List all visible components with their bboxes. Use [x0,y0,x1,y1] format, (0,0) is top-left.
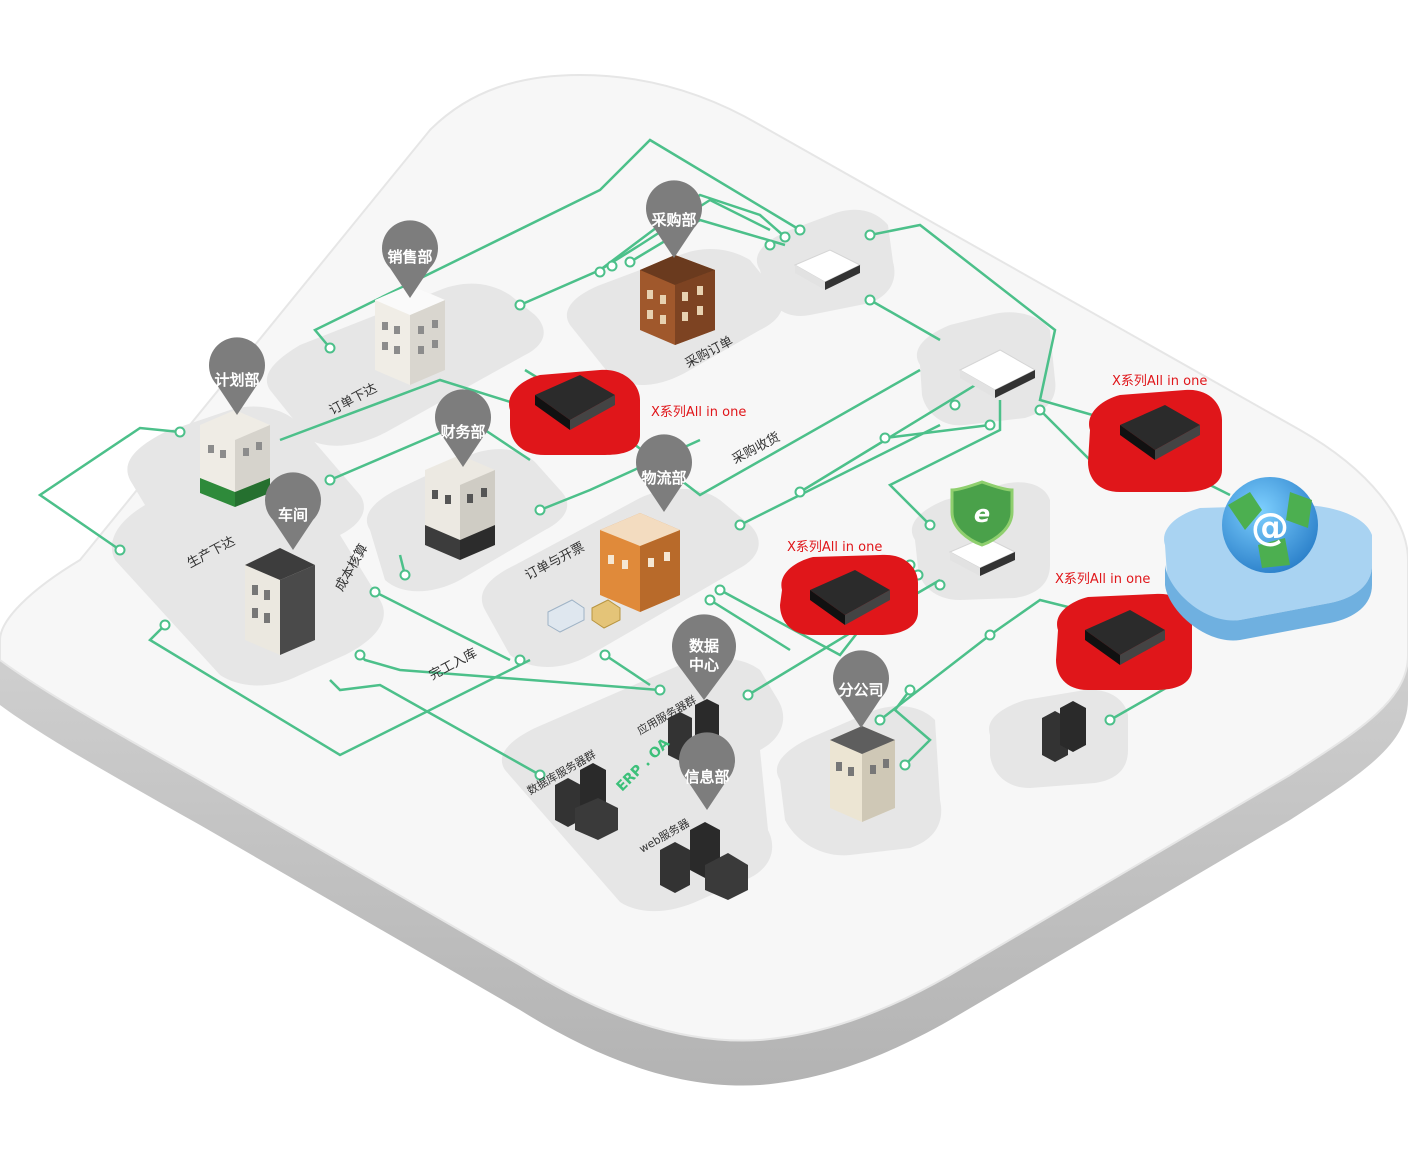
web-server-rack-icon [660,822,748,900]
label-device-x3: X系列All in one [787,540,882,555]
forklift-icon [591,599,621,629]
pin-datacenter[interactable]: 数据 中心 [672,614,736,700]
pin-info[interactable]: 信息部 [679,732,735,810]
security-device: e [948,480,1017,576]
pin-planning[interactable]: 计划部 [209,337,265,415]
server-racks [555,699,1086,900]
pin-planning-label: 计划部 [214,371,259,389]
pin-workshop-label: 车间 [278,506,308,524]
building-finance [425,455,495,560]
pin-purchase-label: 采购部 [650,211,696,229]
ie-shield-icon [950,480,1014,547]
building-sales [375,285,445,385]
building-logistics [547,513,680,633]
building-planning [200,410,270,507]
pin-logistics-label: 物流部 [641,469,686,487]
pin-sales[interactable]: 销售部 [382,220,438,298]
pin-purchase[interactable]: 采购部 [646,180,703,258]
pin-finance-label: 财务部 [440,423,485,441]
pin-logistics[interactable]: 物流部 [636,434,693,512]
device-x3 [780,554,918,635]
label-device-x4: X系列All in one [1055,572,1150,587]
device-x1 [509,369,640,455]
device-x2 [1088,389,1222,492]
svg-text:e: e [974,500,990,528]
svg-text:@: @ [1251,505,1289,549]
pin-datacenter-label-line2: 中心 [689,656,719,674]
pin-branch[interactable]: 分公司 [833,650,889,728]
label-device-x1: X系列All in one [651,405,746,420]
pin-info-label: 信息部 [684,768,729,786]
building-workshop [245,548,315,655]
truck-icon [547,599,585,633]
platform-production [111,406,384,686]
router-1 [793,249,862,290]
internet-globe-icon: @ [1164,477,1372,641]
pin-sales-label: 销售部 [387,248,432,266]
pin-datacenter-label-line1: 数据 [689,637,719,655]
router-2 [958,349,1037,398]
pin-branch-label: 分公司 [838,681,883,699]
db-server-rack-icon [555,763,618,840]
building-purchase [640,255,715,345]
pin-finance[interactable]: 财务部 [435,389,492,467]
building-branch [830,726,895,822]
pin-workshop[interactable]: 车间 [265,472,321,550]
remote-server-rack-icon [1042,701,1086,762]
label-device-x2: X系列All in one [1112,374,1207,389]
device-x4 [1056,593,1192,690]
